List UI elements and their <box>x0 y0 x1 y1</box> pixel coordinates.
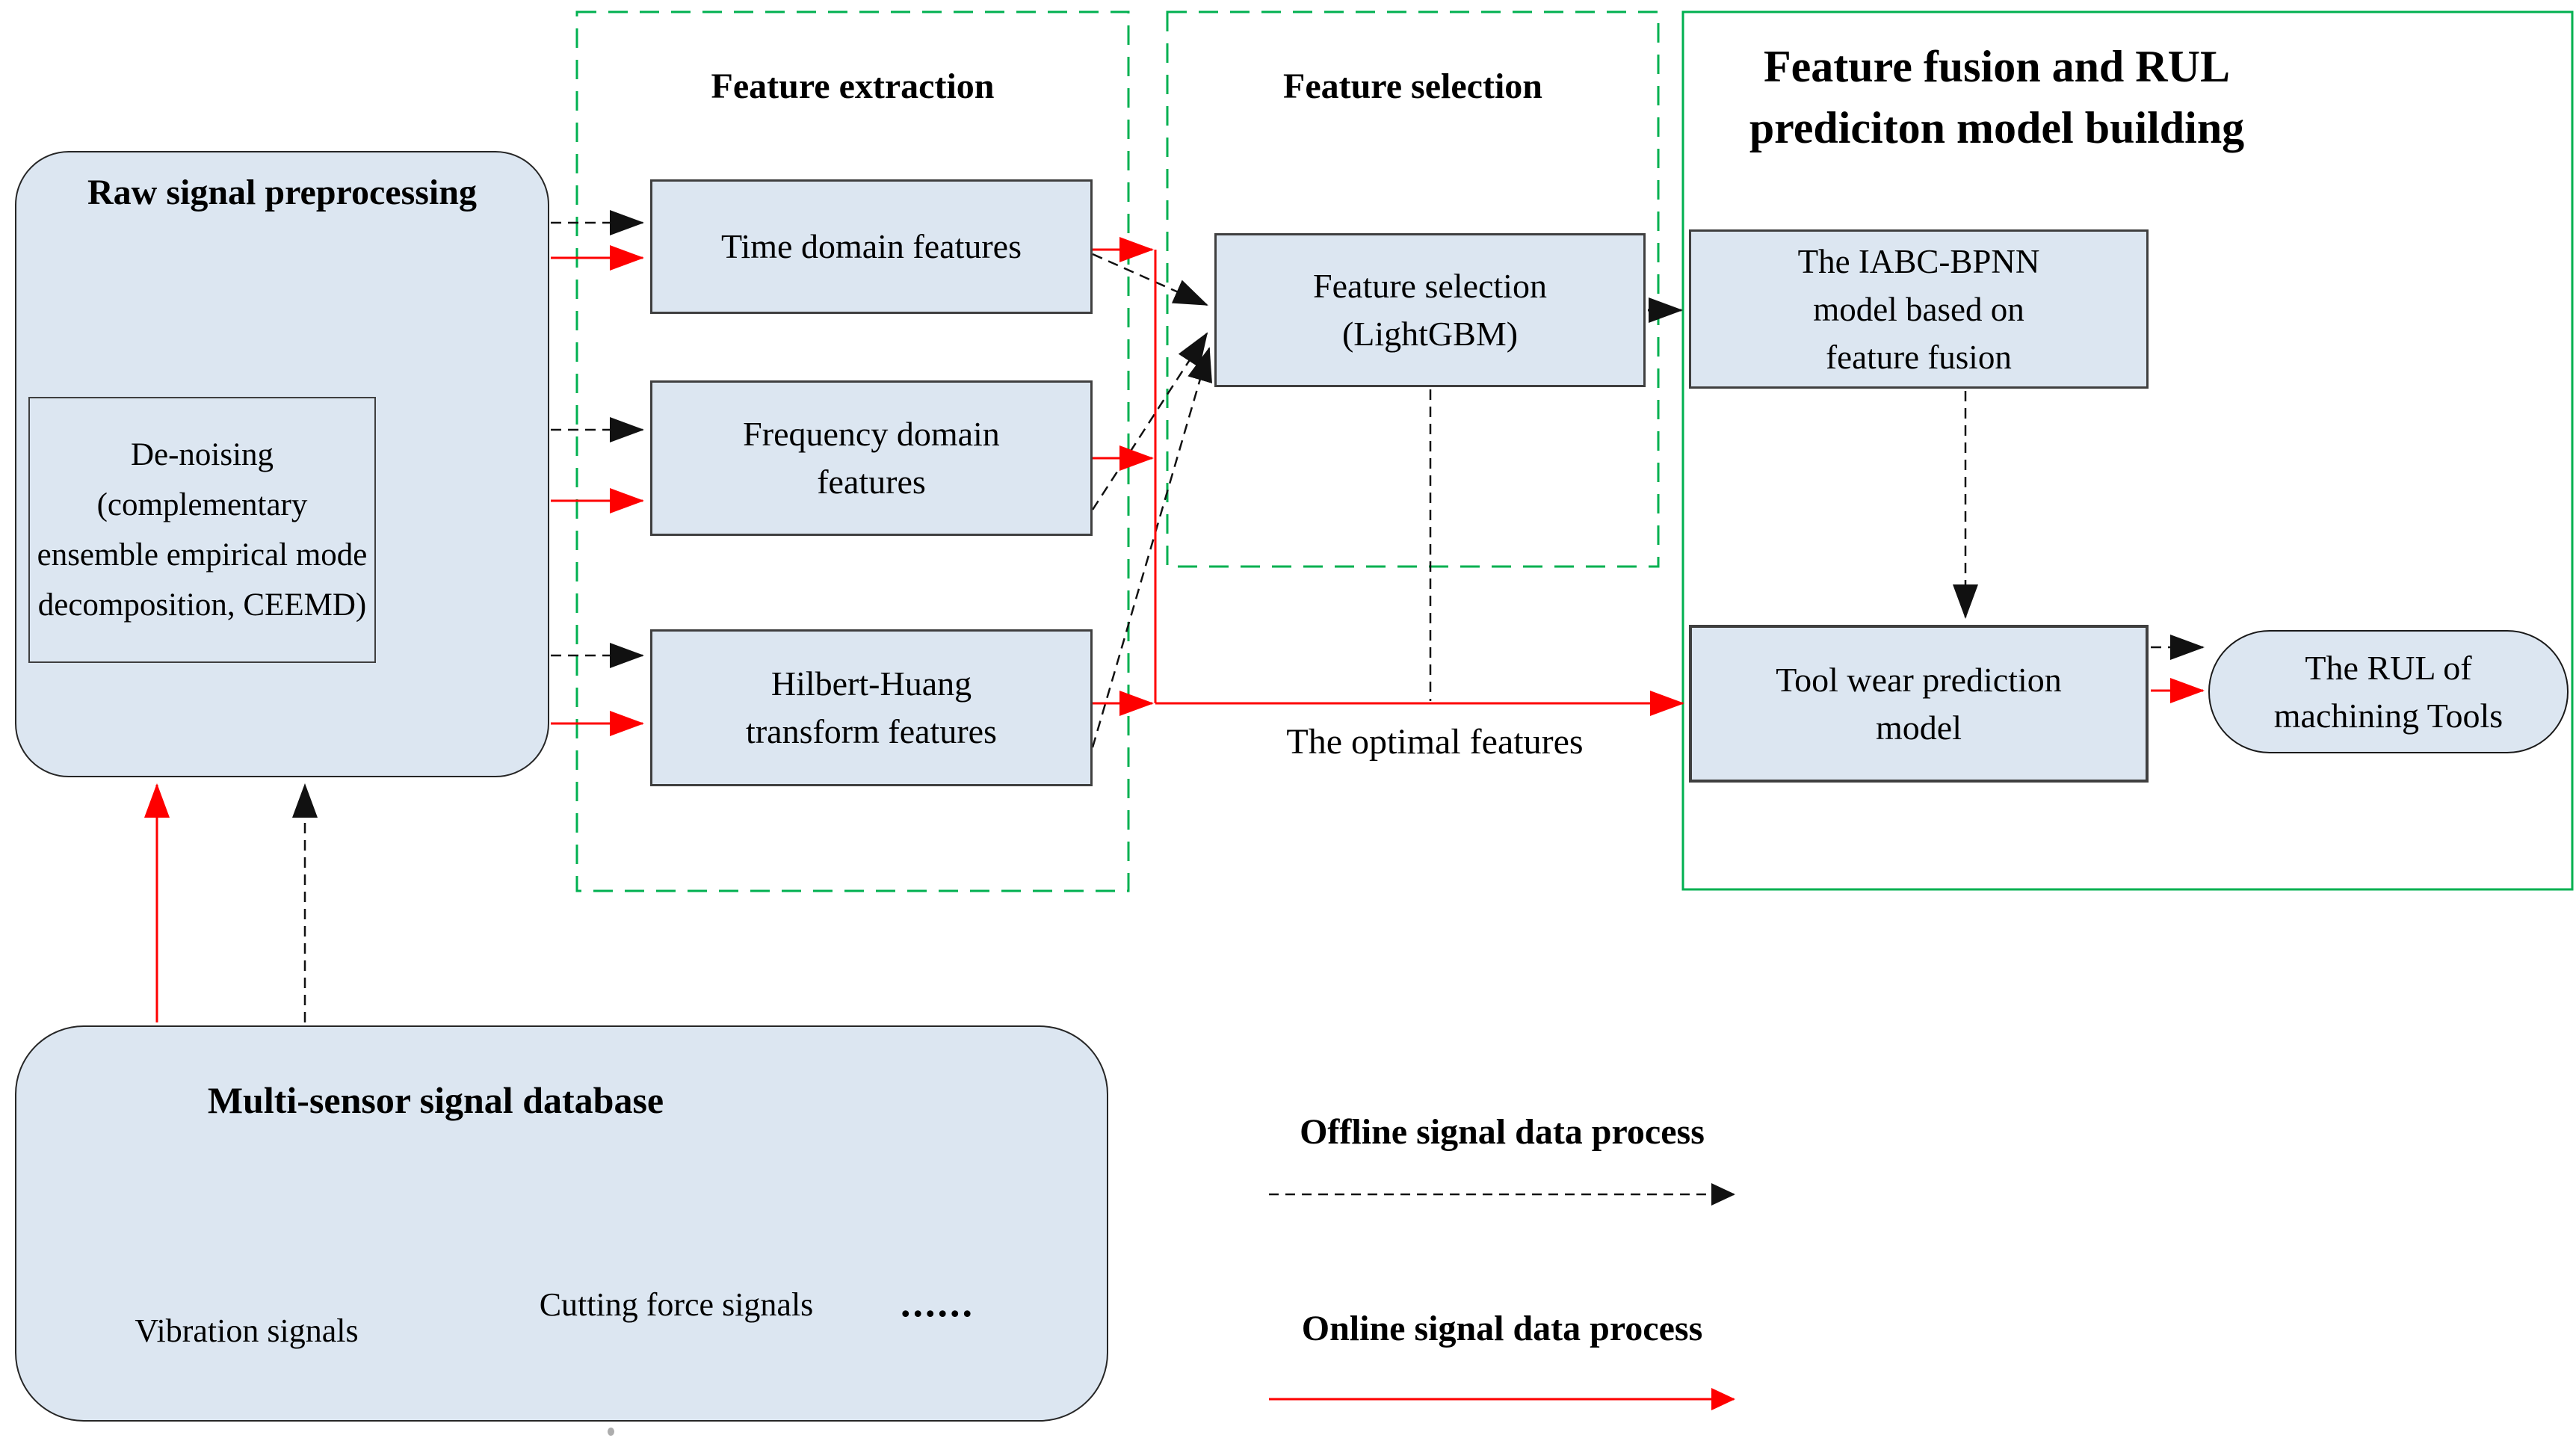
feature-fusion-section-border <box>1681 10 2574 891</box>
tool-wear-label: Tool wear prediction model <box>1776 660 2062 747</box>
feature-fusion-title: Feature fusion and RUL prediciton model … <box>1749 42 2245 152</box>
multi-sensor-db-title: Multi-sensor signal database <box>207 1079 664 1121</box>
cutting-force-cylinder-label: Cutting force signals <box>539 1286 814 1323</box>
arrow-time-to-selection-offline <box>1092 253 1208 306</box>
multi-sensor-db-box <box>15 1025 1108 1422</box>
rul-box: The RUL of machining Tools <box>2208 630 2569 753</box>
iabc-bpnn-box: The IABC-BPNN model based on feature fus… <box>1689 229 2149 389</box>
optimal-features-label: The optimal features <box>1286 722 1584 762</box>
feature-selection-label: Feature selection (LightGBM) <box>1313 267 1547 353</box>
hilbert-huang-label: Hilbert-Huang transform features <box>746 664 997 750</box>
frequency-domain-box: Frequency domain features <box>650 380 1093 536</box>
time-domain-box: Time domain features <box>650 179 1093 314</box>
feature-extraction-title: Feature extraction <box>711 67 995 106</box>
time-domain-label: Time domain features <box>720 227 1022 265</box>
rul-label: The RUL of machining Tools <box>2273 648 2504 735</box>
raw-preprocessing-title: Raw signal preprocessing <box>87 173 477 212</box>
stray-dot-artifact <box>608 1428 614 1436</box>
legend-offline-label: Offline signal data process <box>1300 1112 1705 1152</box>
arrow-hilbert-to-selection-offline <box>1091 347 1212 748</box>
feature-selection-section-border <box>1166 10 1660 568</box>
feature-selection-box: Feature selection (LightGBM) <box>1214 233 1646 387</box>
hilbert-huang-box: Hilbert-Huang transform features <box>650 629 1093 786</box>
iabc-bpnn-label: The IABC-BPNN model based on feature fus… <box>1797 242 2040 376</box>
tool-wear-box: Tool wear prediction model <box>1689 625 2149 783</box>
more-signals-ellipsis: ...... <box>901 1280 975 1325</box>
legend-online-label: Online signal data process <box>1301 1309 1703 1348</box>
frequency-domain-label: Frequency domain features <box>743 415 1000 501</box>
denoising-box: De-noising (complementary ensemble empir… <box>28 397 376 663</box>
denoising-label: De-noising (complementary ensemble empir… <box>37 437 368 623</box>
arrow-frequency-to-selection-offline <box>1091 332 1208 510</box>
vibration-cylinder-label: Vibration signals <box>135 1312 359 1349</box>
feature-selection-title: Feature selection <box>1283 67 1542 106</box>
